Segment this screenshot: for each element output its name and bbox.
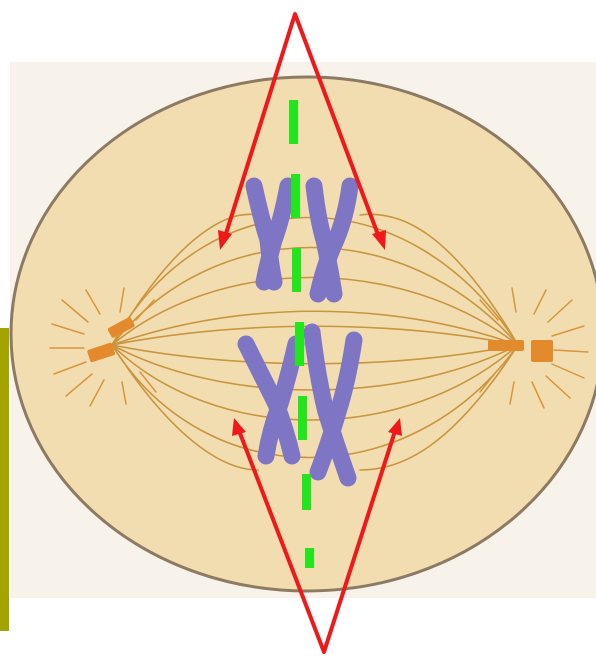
side-bar [0, 328, 9, 631]
centriole-icon [488, 340, 524, 351]
centriole-icon [531, 340, 553, 362]
